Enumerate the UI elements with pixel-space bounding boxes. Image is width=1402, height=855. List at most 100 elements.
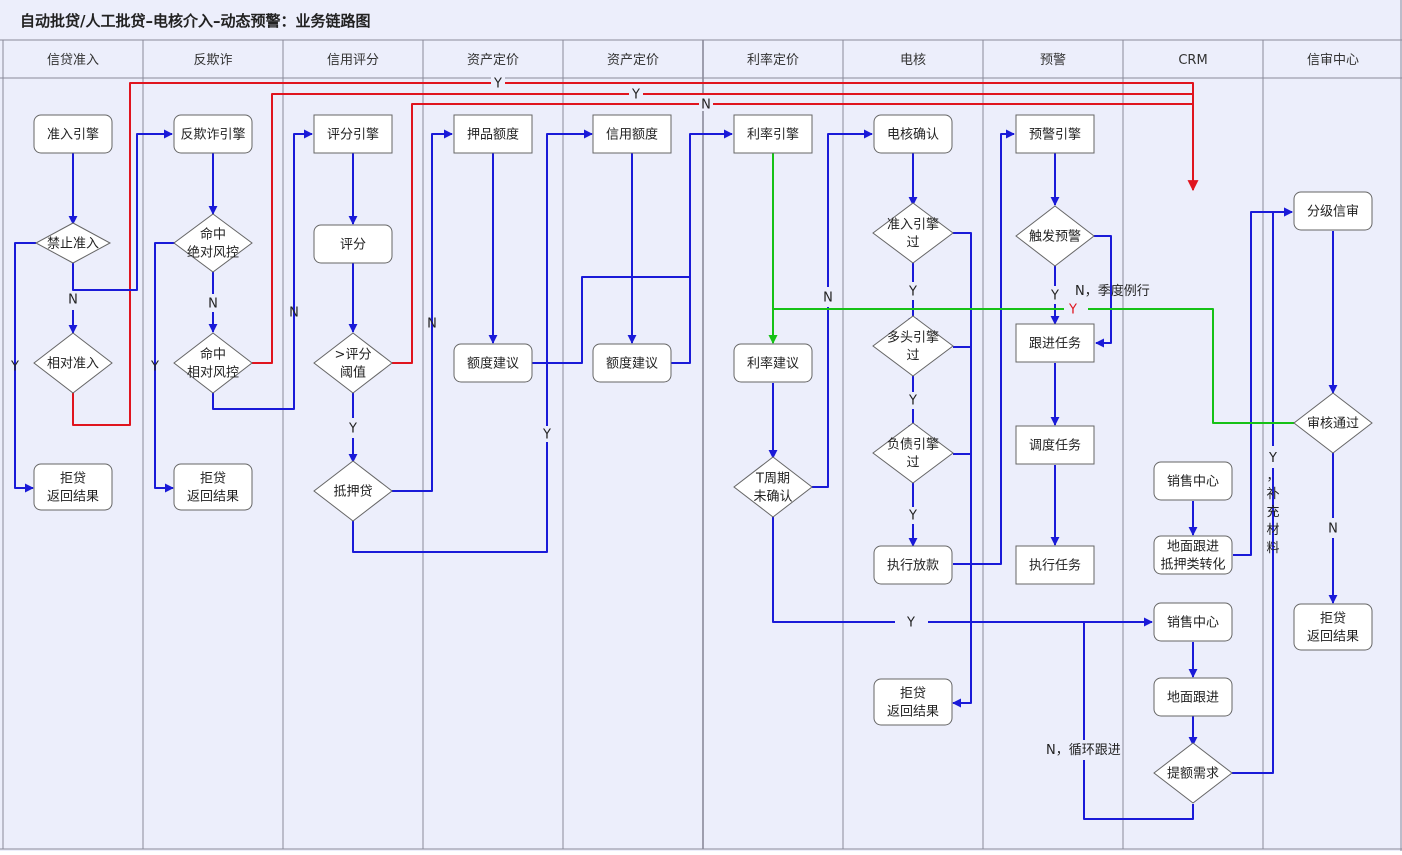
node-lilv-engine[interactable]: 利率引擎	[733, 114, 813, 154]
node-lilv-engine-box	[733, 114, 813, 154]
label-n-diyadai: N	[427, 317, 437, 332]
diagram-title: 自动批贷/人工批贷–电核介入–动态预警：业务链路图	[20, 12, 370, 30]
node-fanqizha-engine[interactable]: 反欺诈引擎	[173, 114, 253, 154]
node-fenji-xinshen[interactable]: 分级信审	[1293, 191, 1373, 231]
node-zhunru-engine[interactable]: 准入引擎	[33, 114, 113, 154]
label-n-xunhuan: N，循环跟进	[1046, 743, 1121, 758]
label-n-red-3: N	[701, 98, 711, 113]
node-pingfen-engine[interactable]: 评分引擎	[313, 114, 393, 154]
node-jinzhi-zhunru-label: 禁止准入	[47, 237, 99, 252]
connectors	[14, 82, 1338, 820]
label-y-juedui: Y	[150, 360, 159, 375]
connector	[772, 516, 895, 623]
node-yujing-engine[interactable]: 预警引擎	[1015, 114, 1095, 154]
node-dimian-genjin-diya-label: 地面跟进	[1167, 540, 1219, 555]
node-xiangdui-zhunru-label: 相对准入	[47, 357, 99, 372]
node-zhixing-fangkuan[interactable]: 执行放款	[873, 545, 953, 585]
node-yapin-edu-box	[453, 114, 533, 154]
label-y-red-2-bg	[629, 85, 643, 101]
connector	[953, 129, 1015, 565]
connector	[212, 129, 313, 410]
node-xiaoshou-zhongxin-2-box	[1153, 602, 1233, 642]
node-mingzhong-juedui-label: 命中	[200, 227, 226, 243]
node-xiaoshou-zhongxin-1-box	[1153, 461, 1233, 501]
node-xinyong-edu-label: 信用额度	[606, 127, 658, 143]
node-zhunru-guo-label: 准入引擎	[887, 218, 939, 233]
node-edu-jianyi-2-label: 额度建议	[606, 356, 658, 372]
connector	[1233, 207, 1293, 556]
label-y-buchong: 充	[1266, 504, 1279, 520]
node-mingzhong-xiangdui-diamond	[173, 332, 253, 394]
node-diyadai[interactable]: 抵押贷	[313, 460, 393, 522]
node-shenhe-tongguo-diamond	[1293, 392, 1373, 454]
red-connector	[72, 82, 1199, 426]
node-jinzhi-zhunru[interactable]: 禁止准入	[34, 222, 112, 264]
node-edu-jianyi-2[interactable]: 额度建议	[592, 343, 672, 383]
node-xiaoshou-zhongxin-2[interactable]: 销售中心	[1153, 602, 1233, 642]
node-zhunru-engine-box	[33, 114, 113, 154]
node-pingfen-engine-box	[313, 114, 393, 154]
node-yapin-edu-label: 押品额度	[467, 127, 519, 143]
node-yapin-edu[interactable]: 押品额度	[453, 114, 533, 154]
node-xiangdui-zhunru-diamond	[33, 332, 113, 394]
node-shenhe-tongguo[interactable]: 审核通过	[1293, 392, 1373, 454]
label-y-buchong: 补	[1266, 487, 1279, 502]
connector	[392, 129, 453, 492]
node-duotou-guo-diamond	[872, 315, 954, 377]
node-chufa-yujing-diamond	[1015, 205, 1095, 267]
node-tie-xuqiu[interactable]: 提额需求	[1153, 742, 1233, 804]
node-mingzhong-xiangdui-label: 命中	[200, 347, 226, 363]
label-y-diyadai: Y	[542, 428, 551, 443]
node-shenhe-tongguo-label: 审核通过	[1307, 417, 1359, 432]
node-edu-jianyi-1[interactable]: 额度建议	[453, 343, 533, 383]
node-lilv-jianyi[interactable]: 利率建议	[733, 343, 813, 383]
node-pingfen-fazhi-diamond	[313, 332, 393, 394]
node-chufa-yujing[interactable]: 触发预警	[1015, 205, 1095, 267]
node-pingfen[interactable]: 评分	[313, 224, 393, 264]
label-n-shenhe: N	[1328, 522, 1338, 537]
lane-header: 信审中心	[1307, 53, 1359, 68]
node-xiaoshou-zhongxin-1[interactable]: 销售中心	[1153, 461, 1233, 501]
connector	[952, 232, 972, 708]
node-dimian-genjin[interactable]: 地面跟进	[1153, 677, 1233, 717]
node-judai-2-label: 拒贷	[200, 472, 226, 487]
label-n-tzhouqi: N	[823, 291, 833, 306]
node-diaodu-renwu-label: 调度任务	[1029, 438, 1081, 454]
node-xiaoshou-zhongxin-1-label: 销售中心	[1167, 474, 1219, 490]
node-judai-1-label: 拒贷	[60, 472, 86, 487]
node-zhixing-renwu[interactable]: 执行任务	[1015, 545, 1095, 585]
label-y-red-1-bg	[491, 74, 505, 90]
connector	[1272, 207, 1293, 446]
node-xinyong-edu[interactable]: 信用额度	[592, 114, 672, 154]
node-zhunru-guo-diamond	[872, 202, 954, 264]
node-genjin-renwu[interactable]: 跟进任务	[1015, 323, 1095, 363]
label-y-green: Y	[1068, 303, 1077, 318]
label-y-fazhi: Y	[348, 422, 357, 437]
node-dianhe-queren[interactable]: 电核确认	[873, 114, 953, 154]
label-n-jinzhi: N	[68, 293, 78, 308]
node-diaodu-renwu-box	[1015, 425, 1095, 465]
node-pingfen-fazhi-label: >评分	[335, 348, 372, 363]
node-jinzhi-zhunru-diamond	[34, 222, 112, 264]
node-diaodu-renwu[interactable]: 调度任务	[1015, 425, 1095, 465]
node-dianhe-queren-box	[873, 114, 953, 154]
label-y-fuzhai-guo: Y	[908, 509, 917, 524]
label-n-jidu: N，季度例行	[1075, 283, 1150, 299]
node-xiangdui-zhunru[interactable]: 相对准入	[33, 332, 113, 394]
node-pingfen-box	[313, 224, 393, 264]
